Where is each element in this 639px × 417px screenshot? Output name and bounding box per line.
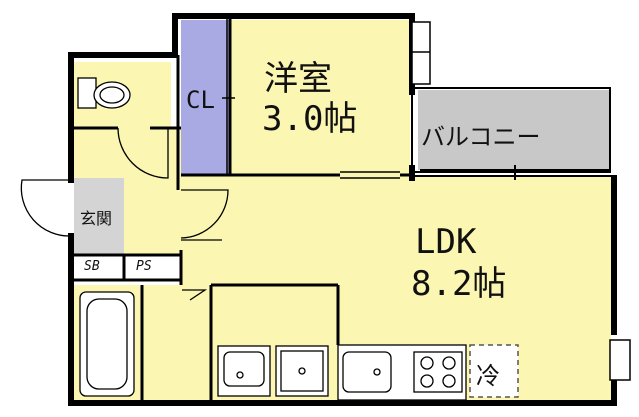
western-room-floor (230, 20, 410, 175)
toilet-icon (77, 77, 131, 109)
washroom-floor (142, 285, 208, 400)
western-room-size: 3.0帖 (262, 99, 358, 139)
kitchen-sink-icon (342, 351, 392, 393)
balcony-outline (411, 87, 614, 180)
pipe-space-label: PS (136, 259, 152, 274)
shoe-box-label: SB (84, 259, 100, 274)
fridge-label: 冷 (476, 362, 500, 390)
door-swings (20, 127, 229, 301)
bathtub-icon (79, 291, 135, 397)
entrance-floor (74, 178, 124, 255)
closet-label: CL (186, 86, 215, 114)
hall-floor-2 (124, 178, 181, 255)
western-window (411, 21, 431, 85)
washing-machine-icon (275, 345, 329, 397)
ldk-window (609, 339, 631, 381)
washbasin-icon (217, 345, 271, 397)
balcony-floor (418, 90, 609, 170)
closet-door (222, 18, 235, 175)
sb-box (74, 255, 124, 277)
ldk-size: 8.2帖 (411, 264, 507, 304)
ps-box (124, 255, 171, 277)
entrance-label: 玄関 (80, 209, 113, 228)
interior-walls (71, 18, 412, 403)
stove-icon (413, 351, 463, 393)
balcony-label: バルコニー (421, 123, 541, 151)
ldk-name: LDK (415, 222, 477, 262)
hall-floor (74, 128, 181, 178)
closet-floor (181, 20, 230, 175)
western-room-name: 洋室 (264, 59, 332, 99)
fridge-space (469, 344, 519, 398)
western-sliding-door (340, 171, 400, 179)
